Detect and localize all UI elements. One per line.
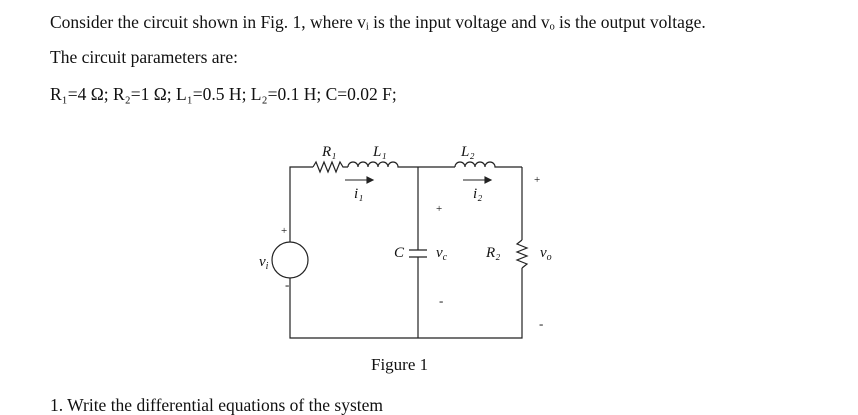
vc-minus: - xyxy=(439,293,443,308)
label-c: C xyxy=(394,245,405,261)
vo-plus: + xyxy=(534,174,540,186)
wire-left xyxy=(289,166,313,242)
label-r2: R₂ xyxy=(485,245,500,261)
circuit-diagram: R₁ L₁ L₂ i₁ i₂ + - vi C + vc - R₂ + vo -… xyxy=(259,144,552,374)
vi-plus: + xyxy=(281,225,287,237)
resistor-r1 xyxy=(312,160,348,174)
inductor-l1 xyxy=(347,161,418,168)
intro-sentence: Consider the circuit shown in Fig. 1, wh… xyxy=(50,12,706,32)
label-vc: vc xyxy=(436,245,448,263)
vo-minus: - xyxy=(539,316,543,331)
label-i1: i₁ xyxy=(354,186,363,202)
voltage-source xyxy=(271,241,309,279)
parameters-heading: The circuit parameters are: xyxy=(50,47,239,67)
figure-caption: Figure 1 xyxy=(371,355,428,374)
label-vo: vo xyxy=(540,245,552,263)
vc-plus: + xyxy=(436,203,442,215)
label-vi: vi xyxy=(259,254,269,272)
question-1-partial: 1. Write the differential equations of t… xyxy=(50,395,384,415)
vi-minus: - xyxy=(285,277,289,292)
inductor-l2 xyxy=(454,161,522,168)
label-i2: i₂ xyxy=(473,186,482,202)
label-l1: L₁ xyxy=(372,144,387,160)
capacitor-c xyxy=(409,249,427,258)
resistor-r2 xyxy=(515,239,529,269)
parameters-values: R₁=4 Ω; R₂=1 Ω; L₁=0.5 H; L₂=0.1 H; C=0.… xyxy=(50,84,397,104)
label-r1: R₁ xyxy=(321,144,336,160)
label-l2: L₂ xyxy=(460,144,475,160)
